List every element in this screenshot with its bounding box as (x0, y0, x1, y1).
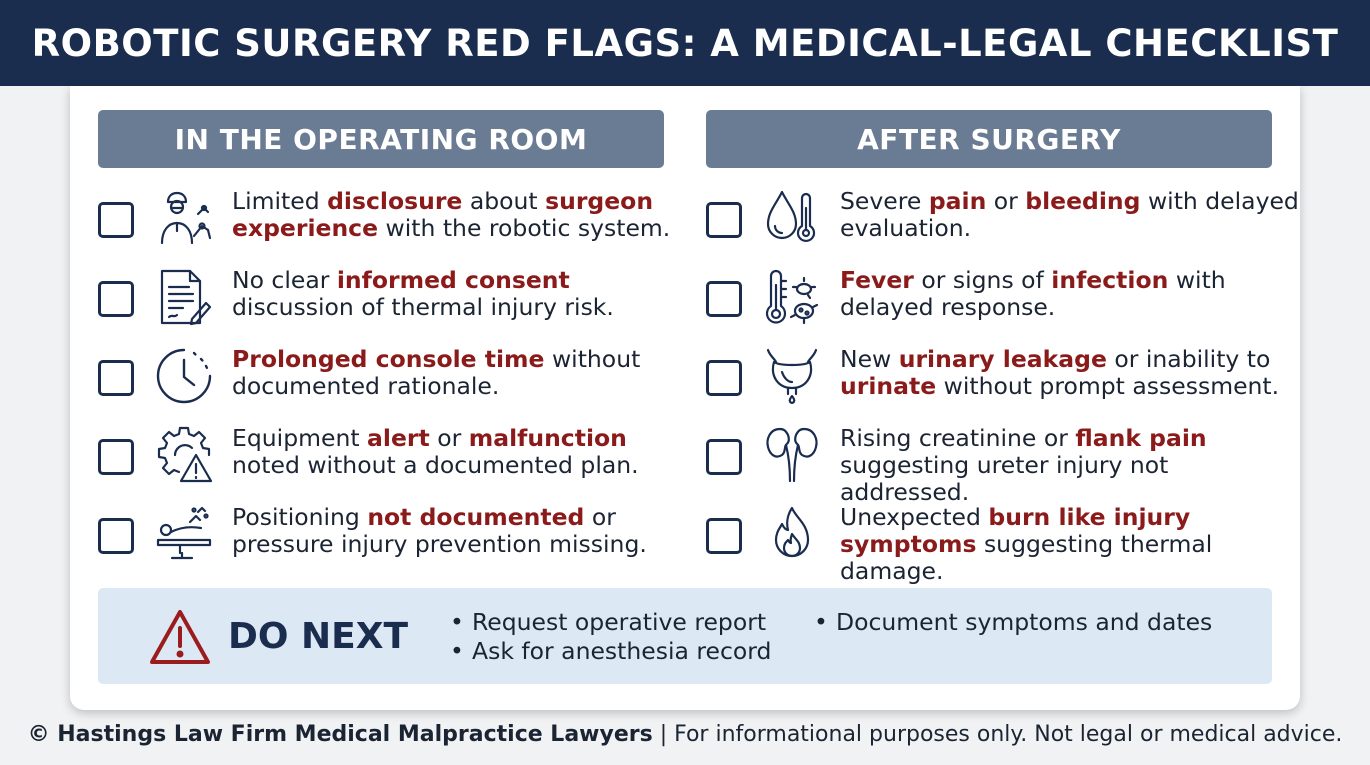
text-segment: about (462, 187, 546, 215)
text-segment: without prompt assessment. (936, 372, 1280, 400)
checklist-item-text: Positioning not documented or pressure i… (232, 504, 692, 558)
text-segment: without documented rationale. (232, 345, 641, 400)
checkbox[interactable] (98, 518, 134, 554)
text-segment: or (986, 187, 1026, 215)
text-segment: Equipment (232, 424, 368, 452)
checklist-item-text: Limited disclosure about surgeon experie… (232, 188, 692, 242)
checkbox[interactable] (706, 439, 742, 475)
checklist-item-right-3: Rising creatinine or flank pain suggesti… (706, 425, 1296, 506)
highlighted-text: bleeding (1025, 187, 1141, 215)
checkbox[interactable] (98, 439, 134, 475)
footer-disclaimer: | For informational purposes only. Not l… (652, 722, 1343, 747)
checklist-item-text: Equipment alert or malfunction noted wit… (232, 425, 692, 479)
patient-positioning-icon (154, 504, 214, 564)
highlighted-text: informed consent (336, 266, 570, 294)
page-header: ROBOTIC SURGERY RED FLAGS: A MEDICAL-LEG… (0, 0, 1370, 86)
checklist-item-left-0: Limited disclosure about surgeon experie… (98, 188, 688, 252)
text-segment: with delayed response. (840, 266, 1226, 321)
highlighted-text: infection (1051, 266, 1169, 294)
text-segment: New (840, 345, 899, 373)
text-segment: No clear (232, 266, 337, 294)
checklist-item-right-1: Fever or signs of infection with delayed… (706, 267, 1296, 331)
checklist-item-right-0: Severe pain or bleeding with delayed eva… (706, 188, 1299, 252)
checklist-item-text: Severe pain or bleeding with delayed eva… (840, 188, 1300, 242)
checkbox[interactable] (98, 360, 134, 396)
do-next-list-right: Document symptoms and dates (812, 608, 1212, 637)
thermometer-bacteria-icon (762, 267, 822, 327)
footer: © Hastings Law Firm Medical Malpractice … (0, 722, 1370, 747)
highlighted-text: Prolonged console time (232, 345, 545, 373)
text-segment: discussion of thermal injury risk. (232, 293, 614, 321)
text-segment: suggesting thermal damage. (840, 530, 1213, 585)
text-segment: Positioning (232, 503, 368, 531)
clock-icon (154, 346, 214, 406)
checkbox[interactable] (706, 202, 742, 238)
checklist-item-left-4: Positioning not documented or pressure i… (98, 504, 688, 568)
blood-drop-thermometer-icon (762, 188, 822, 248)
checklist-item-right-2: New urinary leakage or inability to urin… (706, 346, 1296, 410)
column-heading-operating-room: IN THE OPERATING ROOM (98, 110, 664, 168)
text-segment: with the robotic system. (378, 214, 671, 242)
highlighted-text: burn like injury symptoms (840, 503, 1191, 558)
checkbox[interactable] (706, 518, 742, 554)
do-next-panel: DO NEXT Request operative report Ask for… (98, 588, 1272, 684)
highlighted-text: urinate (840, 372, 937, 400)
highlighted-text: pain (928, 187, 987, 215)
highlighted-text: malfunction (468, 424, 627, 452)
do-next-list-left: Request operative report Ask for anesthe… (448, 608, 771, 666)
do-next-bullet: Request operative report (448, 608, 771, 637)
text-segment: suggesting ureter injury not addressed. (840, 451, 1169, 506)
checklist-item-right-4: Unexpected burn like injury symptoms sug… (706, 504, 1296, 585)
text-segment: Limited (232, 187, 328, 215)
do-next-bullet: Ask for anesthesia record (448, 637, 771, 666)
text-segment: Unexpected (840, 503, 989, 531)
gear-warning-icon (154, 425, 214, 485)
checklist-item-left-2: Prolonged console time without documente… (98, 346, 688, 410)
checklist-item-text: Prolonged console time without documente… (232, 346, 692, 400)
checklist-item-left-3: Equipment alert or malfunction noted wit… (98, 425, 688, 489)
text-segment: or inability to (1106, 345, 1271, 373)
column-heading-after-surgery: AFTER SURGERY (706, 110, 1272, 168)
checklist-item-text: No clear informed consent discussion of … (232, 267, 692, 321)
checkbox[interactable] (706, 360, 742, 396)
highlighted-text: Fever (840, 266, 914, 294)
page-title: ROBOTIC SURGERY RED FLAGS: A MEDICAL-LEG… (31, 21, 1339, 65)
checklist-card: IN THE OPERATING ROOM AFTER SURGERY Limi… (70, 86, 1300, 710)
highlighted-text: urinary leakage (898, 345, 1107, 373)
checkbox[interactable] (98, 281, 134, 317)
checkbox[interactable] (98, 202, 134, 238)
highlighted-text: flank pain (1075, 424, 1207, 452)
checklist-item-text: New urinary leakage or inability to urin… (840, 346, 1300, 400)
flame-icon (762, 504, 822, 564)
highlighted-text: alert (367, 424, 430, 452)
text-segment: or (429, 424, 469, 452)
text-segment: noted without a documented plan. (232, 451, 639, 479)
consent-document-icon (154, 267, 214, 327)
bladder-icon (762, 346, 822, 406)
text-segment: or signs of (913, 266, 1052, 294)
text-segment: or pressure injury prevention missing. (232, 503, 647, 558)
highlighted-text: surgeon experience (232, 187, 654, 242)
text-segment: Severe (840, 187, 929, 215)
warning-triangle-icon (148, 608, 212, 666)
highlighted-text: not documented (367, 503, 585, 531)
checkbox[interactable] (706, 281, 742, 317)
do-next-title: DO NEXT (228, 616, 409, 657)
kidneys-icon (762, 425, 822, 485)
checklist-item-text: Rising creatinine or flank pain suggesti… (840, 425, 1300, 506)
checklist-item-text: Fever or signs of infection with delayed… (840, 267, 1300, 321)
checklist-item-text: Unexpected burn like injury symptoms sug… (840, 504, 1300, 585)
text-segment: with delayed evaluation. (840, 187, 1299, 242)
text-segment: Rising creatinine or (840, 424, 1076, 452)
surgeon-robot-icon (154, 188, 214, 248)
highlighted-text: disclosure (327, 187, 463, 215)
checklist-item-left-1: No clear informed consent discussion of … (98, 267, 688, 331)
footer-copyright: © Hastings Law Firm Medical Malpractice … (27, 722, 653, 747)
do-next-bullet: Document symptoms and dates (812, 608, 1212, 637)
